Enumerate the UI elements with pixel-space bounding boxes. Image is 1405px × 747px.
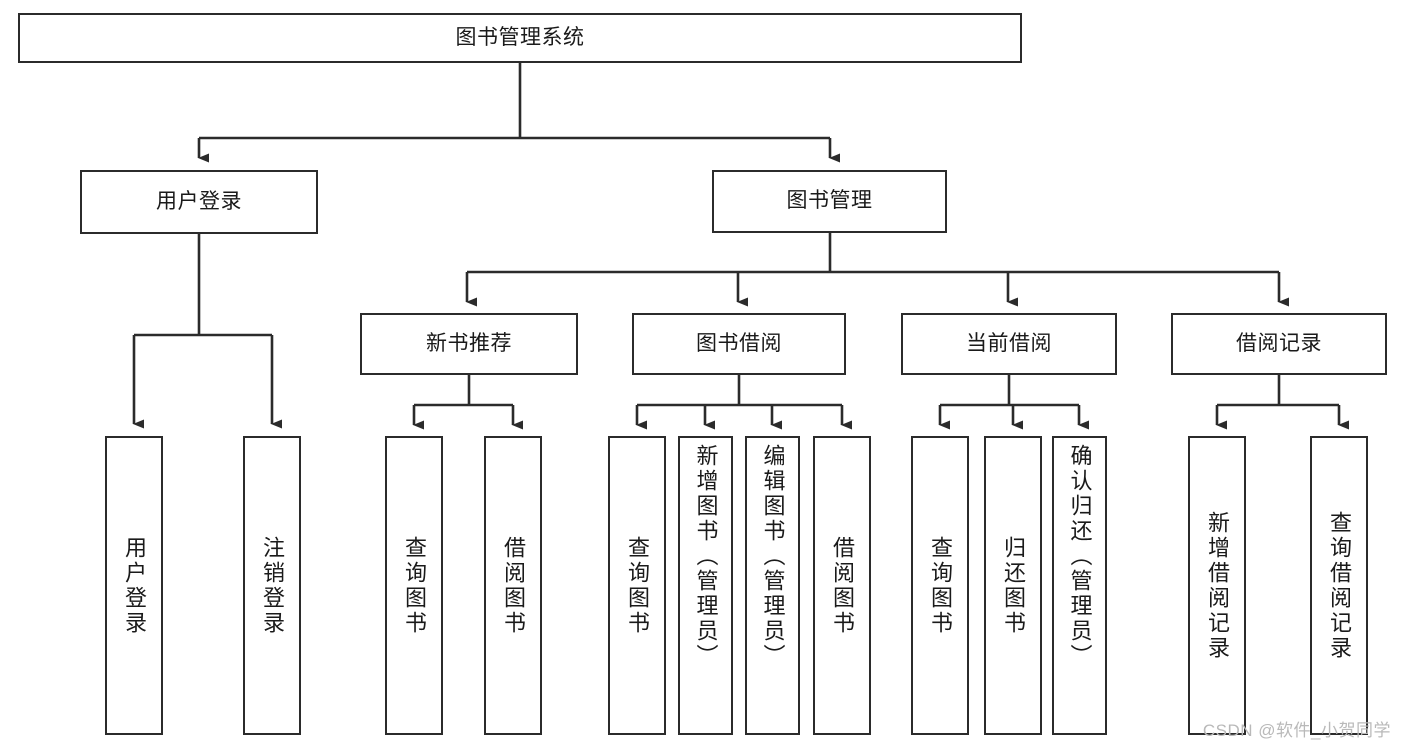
node-label: 图书管理	[786, 189, 873, 213]
node-label: 当前借阅	[966, 331, 1052, 355]
node-user-login[interactable]: 用户登录	[80, 170, 318, 234]
leaf-add-borrow-record[interactable]: 新增借阅记录	[1188, 436, 1246, 735]
node-label: 新增借阅记录	[1205, 510, 1230, 661]
node-label: 借阅图书	[830, 535, 855, 636]
leaf-logout[interactable]: 注销登录	[243, 436, 301, 735]
node-label: 查询图书	[402, 535, 427, 636]
leaf-add-book-admin[interactable]: 新增图书（管理员）	[678, 436, 733, 735]
node-label: 查询图书	[625, 535, 650, 636]
node-label: 查询借阅记录	[1327, 510, 1352, 661]
node-root-system[interactable]: 图书管理系统	[18, 13, 1022, 63]
leaf-borrow-book-newbook[interactable]: 借阅图书	[484, 436, 542, 735]
node-label: 新书推荐	[426, 331, 512, 355]
watermark-text: CSDN @软件_小贺同学	[1202, 721, 1391, 740]
leaf-query-borrow-record[interactable]: 查询借阅记录	[1310, 436, 1368, 735]
node-label: 查询图书	[928, 535, 953, 636]
leaf-user-login[interactable]: 用户登录	[105, 436, 163, 735]
node-label: 借阅图书	[501, 535, 526, 636]
leaf-query-book-borrow[interactable]: 查询图书	[608, 436, 666, 735]
leaf-confirm-return-admin[interactable]: 确认归还（管理员）	[1052, 436, 1107, 735]
node-label: 图书管理系统	[455, 25, 585, 49]
node-book-borrow[interactable]: 图书借阅	[632, 313, 846, 375]
node-borrow-record[interactable]: 借阅记录	[1171, 313, 1387, 375]
leaf-borrow-book[interactable]: 借阅图书	[813, 436, 871, 735]
leaf-return-book[interactable]: 归还图书	[984, 436, 1042, 735]
node-label: 注销登录	[260, 535, 285, 636]
node-label: 图书借阅	[696, 331, 782, 355]
node-label: 用户登录	[156, 189, 242, 213]
node-label: 归还图书	[1001, 535, 1026, 636]
node-label: 新增图书（管理员）	[693, 444, 719, 669]
node-label: 借阅记录	[1236, 331, 1322, 355]
node-book-management[interactable]: 图书管理	[712, 170, 947, 233]
node-label: 用户登录	[122, 535, 147, 636]
leaf-query-book-newbook[interactable]: 查询图书	[385, 436, 443, 735]
node-new-book-recommend[interactable]: 新书推荐	[360, 313, 578, 375]
leaf-edit-book-admin[interactable]: 编辑图书（管理员）	[745, 436, 800, 735]
leaf-query-book-current[interactable]: 查询图书	[911, 436, 969, 735]
node-current-borrow[interactable]: 当前借阅	[901, 313, 1117, 375]
node-label: 编辑图书（管理员）	[760, 444, 786, 669]
node-label: 确认归还（管理员）	[1067, 444, 1093, 669]
